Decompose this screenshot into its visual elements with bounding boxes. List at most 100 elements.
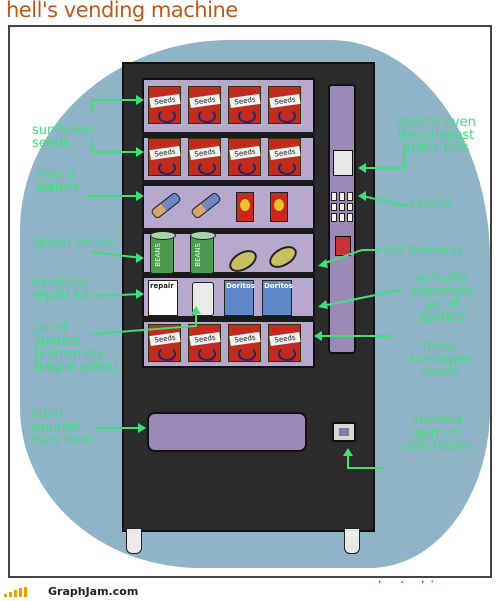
green-beans-can[interactable]: BEANS: [150, 231, 176, 274]
label-necco-wafers: necco wafers: [36, 167, 80, 195]
swirl-icon: [198, 109, 216, 123]
keypad-key[interactable]: [339, 213, 345, 222]
arrow-line: [91, 251, 143, 259]
machine-leg: [126, 528, 142, 554]
seeds-packet[interactable]: Seeds: [268, 138, 301, 176]
seeds-packet[interactable]: Seeds: [268, 324, 301, 362]
arrowhead: [191, 306, 201, 314]
arrow-line: [91, 309, 197, 335]
arrowhead: [136, 253, 144, 263]
seeds-packet[interactable]: Seeds: [228, 138, 261, 176]
doritos-bag[interactable]: Doritos: [262, 280, 293, 316]
seeds-packet[interactable]: Seeds: [228, 324, 261, 362]
arrowhead: [138, 423, 146, 433]
repair-label: repair: [150, 282, 174, 290]
keypad-key[interactable]: [331, 192, 337, 201]
doritos-bag[interactable]: Doritos: [224, 280, 255, 316]
arrowhead: [136, 95, 144, 105]
keypad-key[interactable]: [339, 192, 345, 201]
sun-icon: [274, 199, 284, 211]
arrow-line: [91, 99, 143, 113]
sun-icon: [240, 199, 250, 211]
label-raisins: raisins: [410, 197, 453, 212]
shelf: [142, 272, 315, 278]
swirl-icon: [238, 347, 256, 361]
jar-of-spiders[interactable]: [192, 282, 214, 316]
swirl-icon: [198, 347, 216, 361]
arrowhead: [136, 147, 144, 157]
arrow-line: [91, 141, 143, 153]
label-chewed-gum: chewed gum in coin return: [401, 413, 473, 454]
seeds-packet[interactable]: Seeds: [228, 86, 261, 124]
swirl-icon: [238, 161, 256, 175]
doritos-label: Doritos: [264, 282, 293, 290]
arrowhead: [318, 300, 328, 309]
seeds-packet[interactable]: Seeds: [188, 86, 221, 124]
arrowhead: [136, 191, 144, 201]
keypad-key[interactable]: [339, 202, 345, 212]
seeds-packet[interactable]: Seeds: [188, 138, 221, 176]
arrowhead: [136, 289, 144, 299]
swirl-icon: [278, 161, 296, 175]
label-green-beans: green beans: [34, 235, 115, 250]
footer-bar: GraphJam.com: [0, 583, 500, 601]
arrowhead: [318, 259, 328, 268]
arrowhead: [343, 448, 353, 456]
swirl-icon: [158, 161, 176, 175]
swirl-icon: [278, 109, 296, 123]
arrow-line: [361, 195, 409, 207]
doritos-label: Doritos: [226, 282, 255, 290]
label-rabid-squirrel: rabid squirrel lives here: [30, 407, 94, 448]
keypad-key[interactable]: [347, 202, 353, 212]
label-more-seeds: more sunflower seeds: [408, 339, 472, 380]
raisins-box[interactable]: [270, 192, 288, 222]
coin-return-slot: [339, 428, 349, 436]
arrowhead: [358, 163, 366, 173]
retrieval-door[interactable]: [147, 412, 307, 452]
keypad-key[interactable]: [331, 213, 337, 222]
shelf: [142, 228, 315, 234]
keypad-key[interactable]: [347, 213, 353, 222]
swirl-icon: [158, 347, 176, 361]
seeds-packet[interactable]: Seeds: [148, 324, 181, 362]
label-dispenses-spiders: actually dispenses jar of spiders: [409, 271, 475, 325]
can-lid: [150, 231, 176, 240]
arrowhead: [358, 191, 366, 201]
seeds-packet[interactable]: Seeds: [188, 324, 221, 362]
coin-return[interactable]: [332, 422, 356, 442]
arrow-line: [361, 149, 405, 169]
arrow-line: [347, 451, 383, 469]
seeds-packet[interactable]: Seeds: [148, 86, 181, 124]
seeds-packet[interactable]: Seeds: [268, 86, 301, 124]
coin-slot[interactable]: [335, 236, 351, 256]
page-title: hell's vending machine: [6, 0, 238, 22]
can-lid: [190, 231, 216, 240]
site-link[interactable]: GraphJam.com: [48, 585, 139, 598]
arrow-line: [321, 289, 401, 307]
swirl-icon: [238, 109, 256, 123]
machine-leg: [344, 528, 360, 554]
label-eyeglass-repair-kit: eyeglass repair kit: [32, 275, 91, 303]
eyeglass-repair-kit[interactable]: repair: [148, 280, 178, 316]
label-old-bananas: old bananas: [384, 243, 464, 258]
keypad-key[interactable]: [347, 192, 353, 201]
seeds-packet[interactable]: Seeds: [148, 138, 181, 176]
raisins-box[interactable]: [236, 192, 254, 222]
green-beans-can[interactable]: BEANS: [190, 231, 216, 274]
shelf: [142, 316, 315, 322]
swirl-icon: [278, 347, 296, 361]
arrow-line: [93, 293, 143, 297]
bill-slot[interactable]: [333, 150, 353, 176]
label-jar-of-spiders: jar of spiders (extremely fragile glass): [34, 321, 118, 375]
graphjam-logo-icon: [4, 587, 44, 597]
shelf: [142, 132, 315, 138]
label-rejects-bills: rejects even the crispest dollar bills: [396, 115, 476, 156]
arrowhead: [314, 331, 322, 341]
shelf: [142, 180, 315, 186]
swirl-icon: [198, 161, 216, 175]
swirl-icon: [158, 109, 176, 123]
arrow-line: [321, 249, 381, 265]
keypad-key[interactable]: [331, 202, 337, 212]
keypad[interactable]: [331, 192, 353, 222]
